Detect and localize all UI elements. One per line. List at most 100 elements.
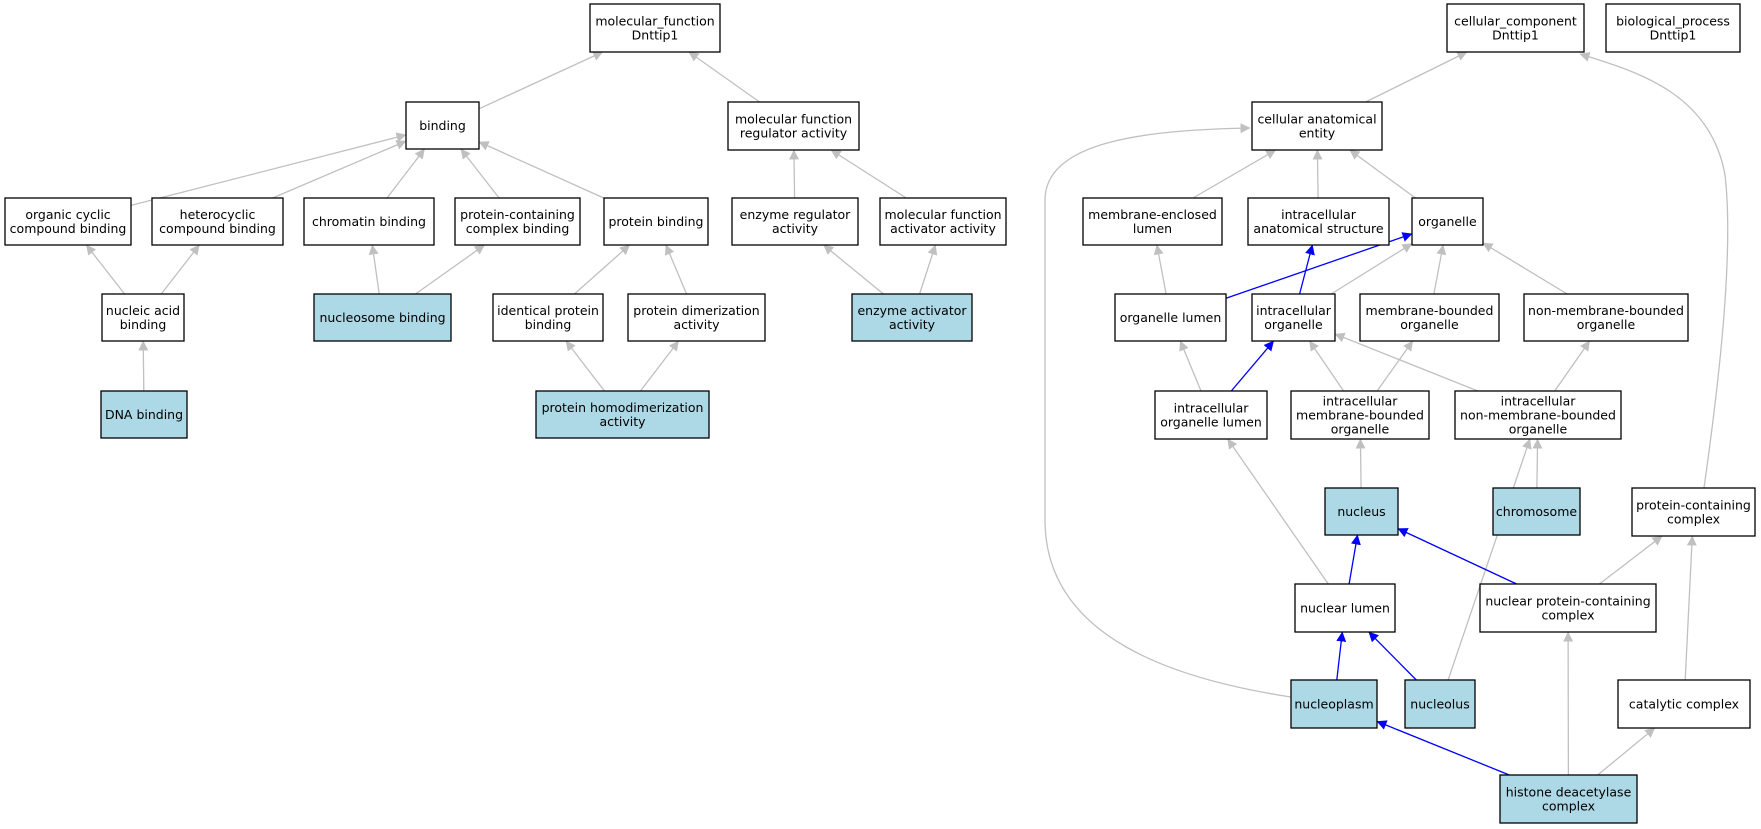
term-box [727, 101, 860, 151]
term-label: organelle [1509, 422, 1568, 437]
term-node-nucleoplasm[interactable]: nucleoplasm [1290, 679, 1378, 729]
edge-line [1597, 727, 1656, 776]
term-node-nucleosome[interactable]: nucleosome binding [313, 293, 452, 342]
term-label: lumen [1133, 221, 1172, 236]
edge-nucleus-to-ic_mb_org [1355, 438, 1366, 489]
term-box [1359, 293, 1500, 342]
edge-pc_complex_binding-to-binding [460, 148, 500, 199]
term-label: organelle lumen [1120, 310, 1222, 325]
term-label: complex [1542, 799, 1595, 814]
edge-line [1308, 340, 1345, 392]
edge-line [1298, 244, 1315, 295]
edge-line [85, 244, 126, 295]
term-node-dna[interactable]: DNA binding [100, 390, 188, 439]
term-box [454, 197, 581, 246]
term-box [627, 293, 766, 342]
edge-line [130, 132, 407, 207]
term-label: protein binding [608, 214, 703, 229]
term-box [1404, 679, 1476, 729]
edge-ias-to-cae [1312, 149, 1323, 199]
term-label: enzyme activator [857, 303, 967, 318]
edge-org_lumen-to-mem_lumen [1153, 244, 1167, 295]
edge-line [368, 244, 380, 295]
term-node-binding[interactable]: binding [405, 101, 480, 150]
term-label: biological_process [1616, 14, 1730, 29]
edge-line [823, 244, 884, 295]
term-label: intracellular [1501, 394, 1577, 409]
term-label: compound binding [159, 221, 276, 236]
term-node-organelle[interactable]: organelle [1411, 197, 1484, 246]
edge-line [1179, 340, 1202, 392]
term-label: binding [525, 317, 572, 332]
term-label: regulator activity [740, 126, 848, 141]
edge-nuc_pc-to-nucleus [1397, 528, 1517, 585]
edge-line [1684, 535, 1697, 681]
term-node-catalytic[interactable]: catalytic complex [1617, 679, 1751, 729]
term-label: protein dimerization [633, 303, 759, 318]
edge-line [1348, 534, 1361, 585]
edge-line [160, 244, 200, 295]
term-node-ic-nmb-org[interactable]: intracellularnon-membrane-boundedorganel… [1454, 390, 1622, 440]
term-label: entity [1299, 126, 1336, 141]
edge-homodimer-to-dimerization [639, 340, 680, 392]
edge-nucleoplasm-to-nuc_lumen [1336, 631, 1347, 681]
edge-line [789, 149, 800, 199]
term-label: non-membrane-bounded [1528, 303, 1684, 318]
term-label: organelle [1264, 317, 1323, 332]
term-label: organelle [1331, 422, 1390, 437]
term-node-nucleus[interactable]: nucleus [1324, 487, 1399, 536]
edge-enzyme_act-to-mf_act [918, 244, 938, 295]
edge-line [1368, 631, 1417, 681]
edge-ic_org_lumen-to-ic_org [1230, 340, 1275, 392]
term-label: Dnttip1 [632, 28, 679, 43]
edge-line [918, 244, 938, 295]
term-node-chromatin[interactable]: chromatin binding [303, 197, 435, 246]
term-node-chromosome[interactable]: chromosome [1492, 487, 1581, 536]
edge-line [415, 244, 485, 295]
term-label: identical protein [497, 303, 599, 318]
term-label: DNA binding [105, 407, 183, 422]
edge-line [830, 149, 907, 199]
term-label: chromosome [1496, 504, 1577, 519]
edge-line [138, 340, 149, 392]
term-box [603, 197, 709, 246]
term-node-protein-binding[interactable]: protein binding [603, 197, 709, 246]
term-node-nuc-lumen[interactable]: nuclear lumen [1294, 583, 1396, 633]
edge-line [1349, 149, 1416, 199]
edge-mf_reg-to-mf_root [688, 51, 760, 103]
term-box [1631, 487, 1756, 537]
edge-line [478, 51, 604, 110]
edge-line [478, 141, 605, 199]
term-node-org-lumen[interactable]: organelle lumen [1114, 293, 1227, 342]
term-box [1082, 197, 1223, 246]
term-node-nucleolus[interactable]: nucleolus [1404, 679, 1476, 729]
edge-nuc_pc-to-pc_complex [1599, 535, 1663, 585]
term-label: histone deacetylase [1506, 785, 1632, 800]
